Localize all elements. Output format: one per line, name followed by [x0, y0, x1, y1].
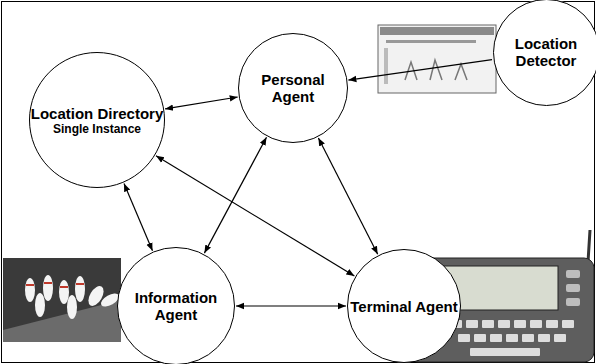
message-arrow: [348, 60, 492, 80]
agent-circle: Location Detector: [493, 0, 596, 106]
agent-circle: Location DirectorySingle Instance: [29, 52, 165, 188]
agent-circle: Information Agent: [117, 247, 235, 364]
screenshot-picture: [378, 25, 496, 93]
agent-circle: Terminal Agent: [347, 249, 461, 363]
agent-name: Location Detector: [494, 35, 596, 69]
message-arrow: [318, 138, 377, 254]
agent-name: Location Directory: [31, 105, 164, 122]
message-arrow: [124, 184, 153, 251]
agent-name: Information Agent: [118, 289, 234, 323]
bowling-picture: [3, 258, 121, 342]
message-arrow: [204, 137, 266, 253]
agent-note: Single Instance: [53, 122, 141, 136]
agent-name: Personal Agent: [239, 71, 347, 105]
agent-name: Terminal Agent: [350, 298, 458, 315]
agent-circle: Personal Agent: [238, 33, 348, 143]
message-arrow: [165, 97, 238, 109]
message-arrow: [236, 305, 346, 306]
